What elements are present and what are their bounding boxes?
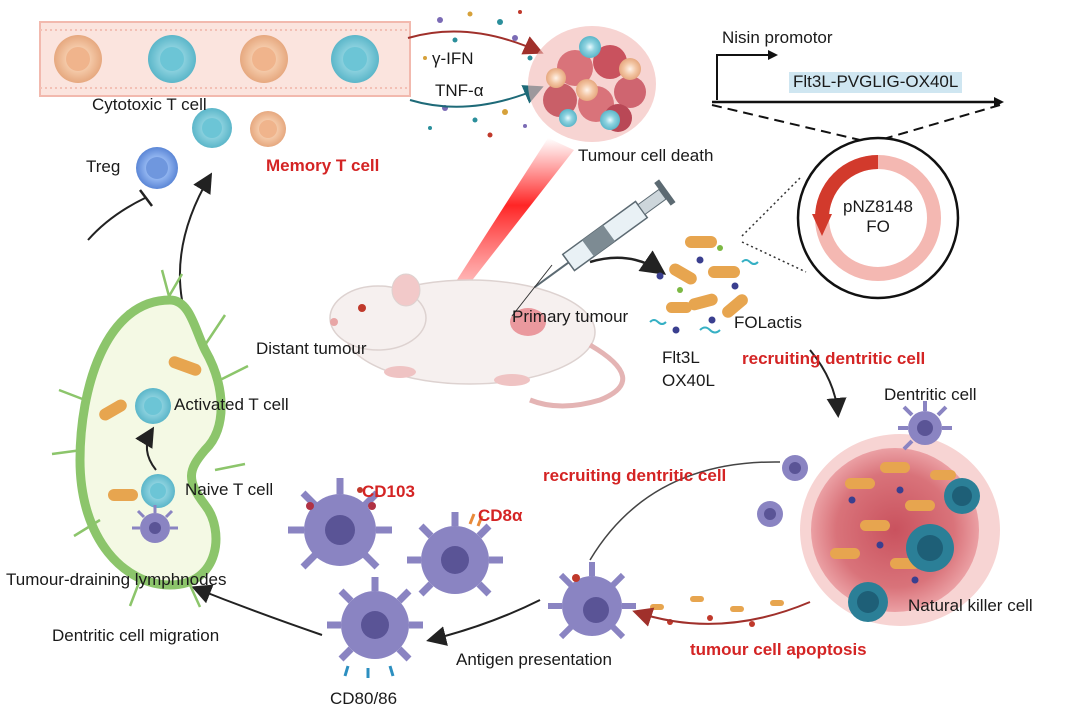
label-recruiting-dc-1: recruiting dentritic cell <box>742 349 926 368</box>
tnf-arrow <box>409 85 544 108</box>
dc-cluster <box>288 478 503 678</box>
bacteria-cluster <box>649 236 759 334</box>
injection-arrow <box>589 250 667 275</box>
plasmid-ring <box>796 136 960 300</box>
label-plasmid-fo: FO <box>866 217 890 236</box>
recruit-arc <box>589 461 781 561</box>
label-dentritic-cell-migration: Dentritic cell migration <box>52 626 220 645</box>
migration-arrow-left <box>191 584 323 636</box>
label-cd103: CD103 <box>362 482 415 501</box>
apoptosis-arrow <box>632 601 811 627</box>
ifn-arrow <box>407 30 544 55</box>
mouse <box>329 273 626 409</box>
syringe <box>534 179 676 288</box>
label-treg: Treg <box>86 157 121 176</box>
label-recruiting-dc-2: recruiting dentritic cell <box>543 466 727 485</box>
blood-vessel <box>39 21 411 97</box>
label-ifn: γ-IFN <box>432 49 474 68</box>
label-dentritic-cell: Dentritic cell <box>884 385 977 404</box>
cytokine-dots <box>423 10 533 138</box>
label-flt3l-pvglig-ox40l: Flt3L-PVGLIG-OX40L <box>789 72 963 93</box>
activation-arrow-up <box>179 172 213 301</box>
label-tumour-cell-apoptosis: tumour cell apoptosis <box>690 640 867 659</box>
recruit-arrow <box>809 349 847 418</box>
genetic-construct <box>711 50 1004 141</box>
label-primary-tumour: Primary tumour <box>512 307 629 326</box>
label-antigen-presentation: Antigen presentation <box>456 650 612 669</box>
label-distant-tumour: Distant tumour <box>256 339 367 358</box>
label-memory-t-cell: Memory T cell <box>266 156 380 175</box>
migration-arrow-right <box>426 599 541 646</box>
dendritic-cell-top <box>898 401 952 451</box>
label-folactis: FOLactis <box>734 313 803 332</box>
label-nisin-promotor: Nisin promotor <box>722 28 833 47</box>
label-naive-t-cell: Naive T cell <box>185 480 274 499</box>
lymph-node <box>51 269 249 608</box>
label-tumour-cell-death: Tumour cell death <box>578 146 714 165</box>
label-cd8a: CD8α <box>478 506 523 525</box>
tumour-mass <box>800 434 1000 626</box>
label-flt3l: Flt3L <box>662 348 700 367</box>
label-activated-t-cell: Activated T cell <box>174 395 289 414</box>
label-tumour-draining-lymphnodes: Tumour-draining lymphnodes <box>6 570 227 589</box>
label-tnf: TNF-α <box>435 81 484 100</box>
label-cytotoxic-t-cell: Cytotoxic T cell <box>92 95 207 114</box>
laser-beam <box>444 138 574 306</box>
activation-arrow-small <box>135 426 157 471</box>
label-cd80-86: CD80/86 <box>330 689 398 708</box>
label-ox40l: OX40L <box>662 371 715 390</box>
antigen-presenting-cell <box>548 562 636 640</box>
inhibition-arrow <box>87 197 146 241</box>
dendritic-cell-mid <box>757 455 808 527</box>
label-plasmid-name: pNZ8148 <box>843 197 913 216</box>
tumour-death-cluster <box>528 26 656 142</box>
label-natural-killer-cell: Natural killer cell <box>908 596 1033 615</box>
apoptosis-debris <box>650 596 784 627</box>
